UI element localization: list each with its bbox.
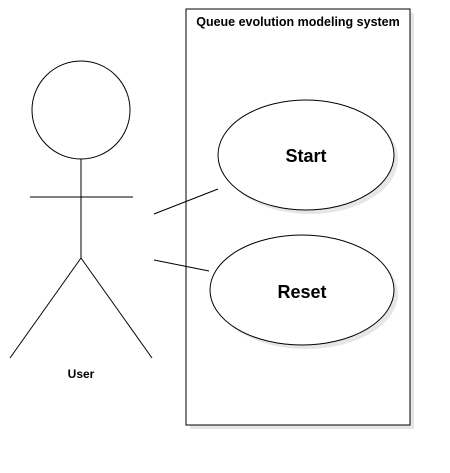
actor-left-leg (9, 257, 82, 359)
actor-label: User (68, 367, 95, 381)
use-case-reset-label: Reset (277, 282, 326, 302)
use-case-start (217, 99, 395, 211)
system-title: Queue evolution modeling system (196, 15, 400, 29)
actor-head (31, 60, 131, 160)
association-reset (153, 259, 210, 272)
system-boundary (185, 8, 411, 426)
actor-right-leg (80, 257, 153, 359)
actor-user (9, 60, 153, 359)
use-case-start-label: Start (285, 146, 326, 166)
use-case-reset (209, 234, 395, 346)
association-start (153, 188, 219, 215)
